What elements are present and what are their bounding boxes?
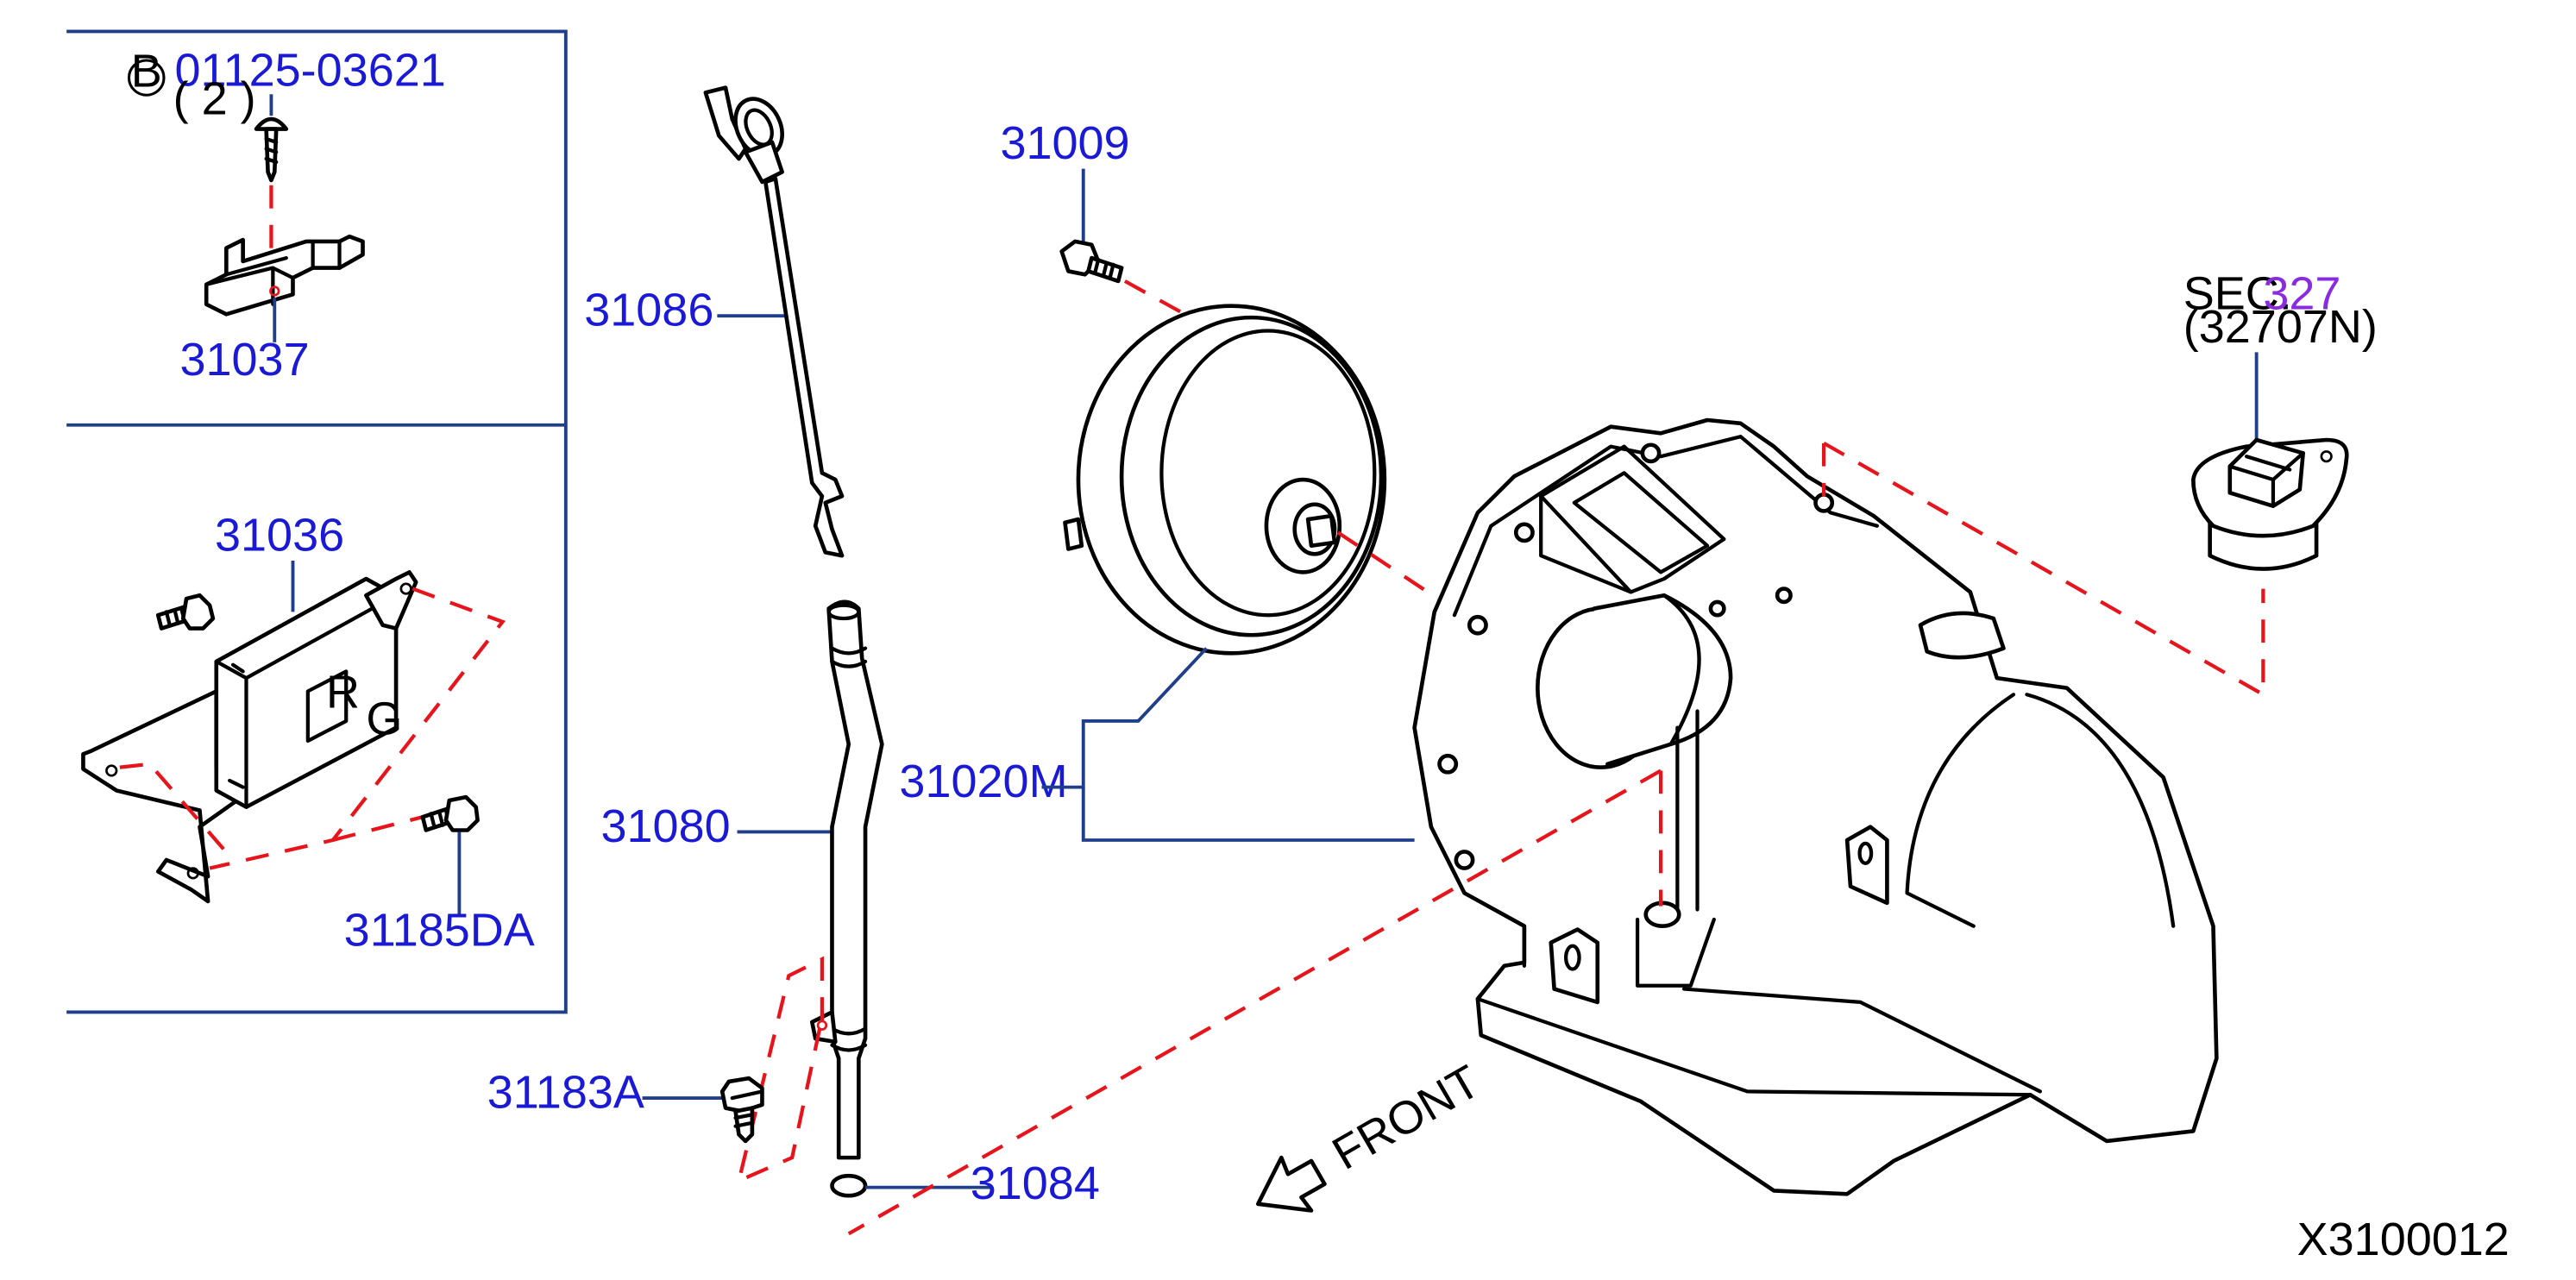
part-number-31086[interactable]: 31086 bbox=[584, 285, 713, 336]
hidden-lines-case bbox=[847, 442, 2265, 1236]
quantity-label: ( 2 ) bbox=[173, 72, 256, 124]
part-number-01125-03621[interactable]: 01125-03621 bbox=[175, 45, 446, 97]
bolt-31185DA[interactable] bbox=[420, 794, 480, 915]
sensor-31037[interactable] bbox=[204, 234, 365, 342]
svg-text:R: R bbox=[326, 667, 360, 718]
section-sub-part: (32707N) bbox=[2183, 301, 2378, 353]
part-number-31020M[interactable]: 31020M bbox=[899, 756, 1067, 807]
hidden-lines-31036 bbox=[119, 587, 506, 870]
control-unit-31036[interactable]: R G bbox=[81, 570, 418, 904]
switch-32707N[interactable] bbox=[2191, 437, 2349, 571]
front-direction: FRONT bbox=[1255, 1056, 1489, 1213]
svg-text:G: G bbox=[366, 693, 402, 744]
part-number-31185DA[interactable]: 31185DA bbox=[344, 905, 535, 957]
part-number-31036[interactable]: 31036 bbox=[215, 510, 344, 562]
part-number-31037[interactable]: 31037 bbox=[179, 334, 309, 386]
callout-badge bbox=[127, 59, 166, 97]
leader-31020M bbox=[1041, 647, 1415, 842]
front-label: FRONT bbox=[1324, 1056, 1489, 1180]
screw-01125-03621[interactable] bbox=[254, 94, 289, 183]
section-link-327[interactable]: 327 bbox=[2263, 268, 2340, 320]
bolt-31009[interactable] bbox=[1059, 239, 1124, 284]
filler-tube-31080[interactable] bbox=[810, 599, 884, 1160]
drawing-id: X3100012 bbox=[2297, 1214, 2510, 1265]
bolt-31036-upper[interactable] bbox=[155, 593, 216, 631]
part-number-31183A[interactable]: 31183A bbox=[487, 1067, 644, 1119]
callout-badge-letter[interactable]: B bbox=[131, 46, 162, 97]
part-number-31009[interactable]: 31009 bbox=[1000, 117, 1129, 169]
part-number-31084[interactable]: 31084 bbox=[971, 1158, 1100, 1209]
part-number-31080[interactable]: 31080 bbox=[601, 800, 731, 852]
transmission-case[interactable] bbox=[1412, 417, 2219, 1196]
callout-b: B 01125-03621 ( 2 ) bbox=[127, 45, 446, 124]
torque-converter-31020M[interactable] bbox=[1063, 304, 1387, 656]
bolt-31183A[interactable] bbox=[719, 1076, 764, 1144]
front-arrow-icon bbox=[1255, 1155, 1327, 1213]
o-ring-31084[interactable] bbox=[830, 1173, 868, 1198]
dipstick-31086[interactable] bbox=[703, 85, 845, 558]
section-prefix: SEC. bbox=[2183, 268, 2292, 320]
inset-frames bbox=[66, 29, 568, 1014]
